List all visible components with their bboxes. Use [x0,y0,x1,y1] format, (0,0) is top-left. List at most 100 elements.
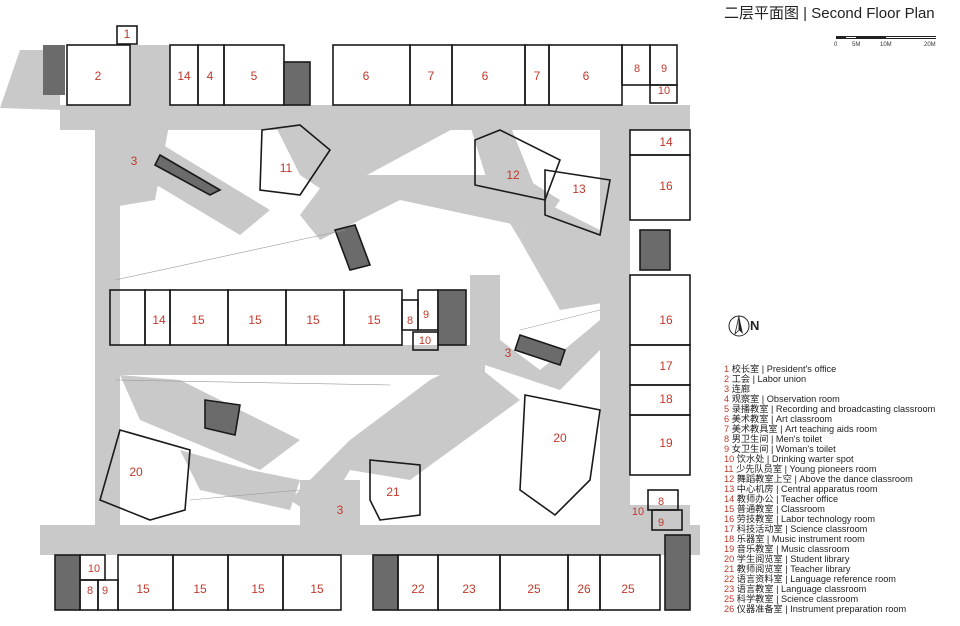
room-label: 18 [659,392,673,406]
room-label: 15 [306,313,320,327]
scale-tick-label: 5M [852,42,861,48]
room-label: 8 [407,315,413,327]
scale-segment [856,36,886,39]
legend-number: 23 [724,584,735,594]
room-label: 25 [621,582,635,596]
room-label: 21 [386,485,400,499]
room-label: 10 [632,506,644,518]
plan-title: 二层平面图 | Second Floor Plan [724,5,935,22]
legend-text: 舞蹈教室上空 | Above the dance classroom [736,474,913,484]
room-label: 3 [337,503,344,517]
room-label: 9 [423,309,429,321]
room-label: 14 [152,313,166,327]
legend-number: 22 [724,574,735,584]
room-label: 9 [661,63,667,75]
legend-item: 18 乐器室 | Music instrument room [724,534,960,544]
legend-text: 观察室 | Observation room [731,394,840,404]
legend-number: 21 [724,564,735,574]
room-labels: 1 2 14 4 5 6 7 6 7 6 8 9 10 3 11 12 13 1… [87,27,673,597]
legend-text: 教师办公 | Teacher office [736,494,839,504]
room-label: 3 [505,346,512,360]
room-label: 10 [88,563,100,575]
legend-item: 7 美术教具室 | Art teaching aids room [724,424,960,434]
legend-number: 10 [724,454,735,464]
legend-item: 2 工会 | Labor union [724,374,960,384]
legend-text: 学生阅览室 | Student library [736,554,850,564]
room-label: 20 [129,465,143,479]
legend-number: 11 [724,464,734,474]
legend-text: 音乐教室 | Music classroom [736,544,850,554]
room-label: 19 [659,436,673,450]
scale-tick-label: 10M [880,42,892,48]
room-label: 4 [207,69,214,83]
legend-number: 19 [724,544,735,554]
legend-text: 连廊 [731,384,751,394]
room-label: 14 [659,135,673,149]
legend-text: 女卫生间 | Woman's toilet [731,444,836,454]
room-label: 25 [527,582,541,596]
legend-text: 少先队员室 | Young pioneers room [736,464,877,474]
room-label: 16 [659,313,673,327]
legend-item: 8 男卫生间 | Men's toilet [724,434,960,444]
legend-text: 语言资料室 | Language reference room [736,574,896,584]
legend-item: 17 科技活动室 | Science classroom [724,524,960,534]
legend-number: 20 [724,554,735,564]
legend-item: 21 教师阅览室 | Teacher library [724,564,960,574]
room-label: 17 [659,359,673,373]
room-label: 22 [411,582,425,596]
legend-item: 9 女卫生间 | Woman's toilet [724,444,960,454]
room-label: 16 [659,179,673,193]
legend-text: 语言教室 | Language classroom [736,584,867,594]
legend-text: 美术教具室 | Art teaching aids room [731,424,878,434]
legend-number: 1 [724,364,730,374]
legend-number: 7 [724,424,730,434]
room-label: 13 [572,182,586,196]
legend-item: 12 舞蹈教室上空 | Above the dance classroom [724,474,960,484]
courtyard-lines [114,229,601,501]
north-arrow: N [728,312,768,340]
legend-text: 科技活动室 | Science classroom [736,524,868,534]
legend-number: 13 [724,484,735,494]
legend-number: 15 [724,504,735,514]
room-label: 5 [251,69,258,83]
legend-text: 教师阅览室 | Teacher library [736,564,851,574]
legend-text: 乐器室 | Music instrument room [736,534,865,544]
legend-item: 6 美术教室 | Art classroom [724,414,960,424]
legend-text: 科学教室 | Science classroom [736,594,859,604]
room-label: 26 [577,582,591,596]
room-label: 8 [87,585,93,597]
room-label: 9 [102,585,108,597]
room-label: 7 [534,69,541,83]
legend-text: 校长室 | President's office [731,364,837,374]
legend-number: 5 [724,404,730,414]
room-label: 12 [506,168,520,182]
legend-item: 26 仪器准备室 | Instrument preparation room [724,604,960,614]
room-label: 9 [658,517,664,529]
legend-number: 6 [724,414,730,424]
legend-text: 普通教室 | Classroom [736,504,825,514]
legend-text: 男卫生间 | Men's toilet [731,434,823,444]
corridor-areas [0,45,700,555]
north-label: N [750,318,760,333]
room-label: 15 [136,582,150,596]
legend-number: 17 [724,524,735,534]
room-label: 10 [658,85,670,97]
room-label: 6 [583,69,590,83]
legend-item: 19 音乐教室 | Music classroom [724,544,960,554]
room-label: 14 [177,69,191,83]
room-label: 7 [428,69,435,83]
legend-text: 录播教室 | Recording and broadcasting classr… [731,404,936,414]
legend-text: 仪器准备室 | Instrument preparation room [736,604,907,614]
room-label: 10 [419,335,431,347]
scale-tick-label: 0 [834,42,838,48]
legend-number: 26 [724,604,735,614]
legend-number: 16 [724,514,735,524]
north-arrow-icon [728,315,750,337]
room-label: 1 [124,27,131,41]
legend-item: 15 普通教室 | Classroom [724,504,960,514]
legend-number: 2 [724,374,730,384]
room-label: 8 [658,496,664,508]
legend-text: 工会 | Labor union [731,374,807,384]
